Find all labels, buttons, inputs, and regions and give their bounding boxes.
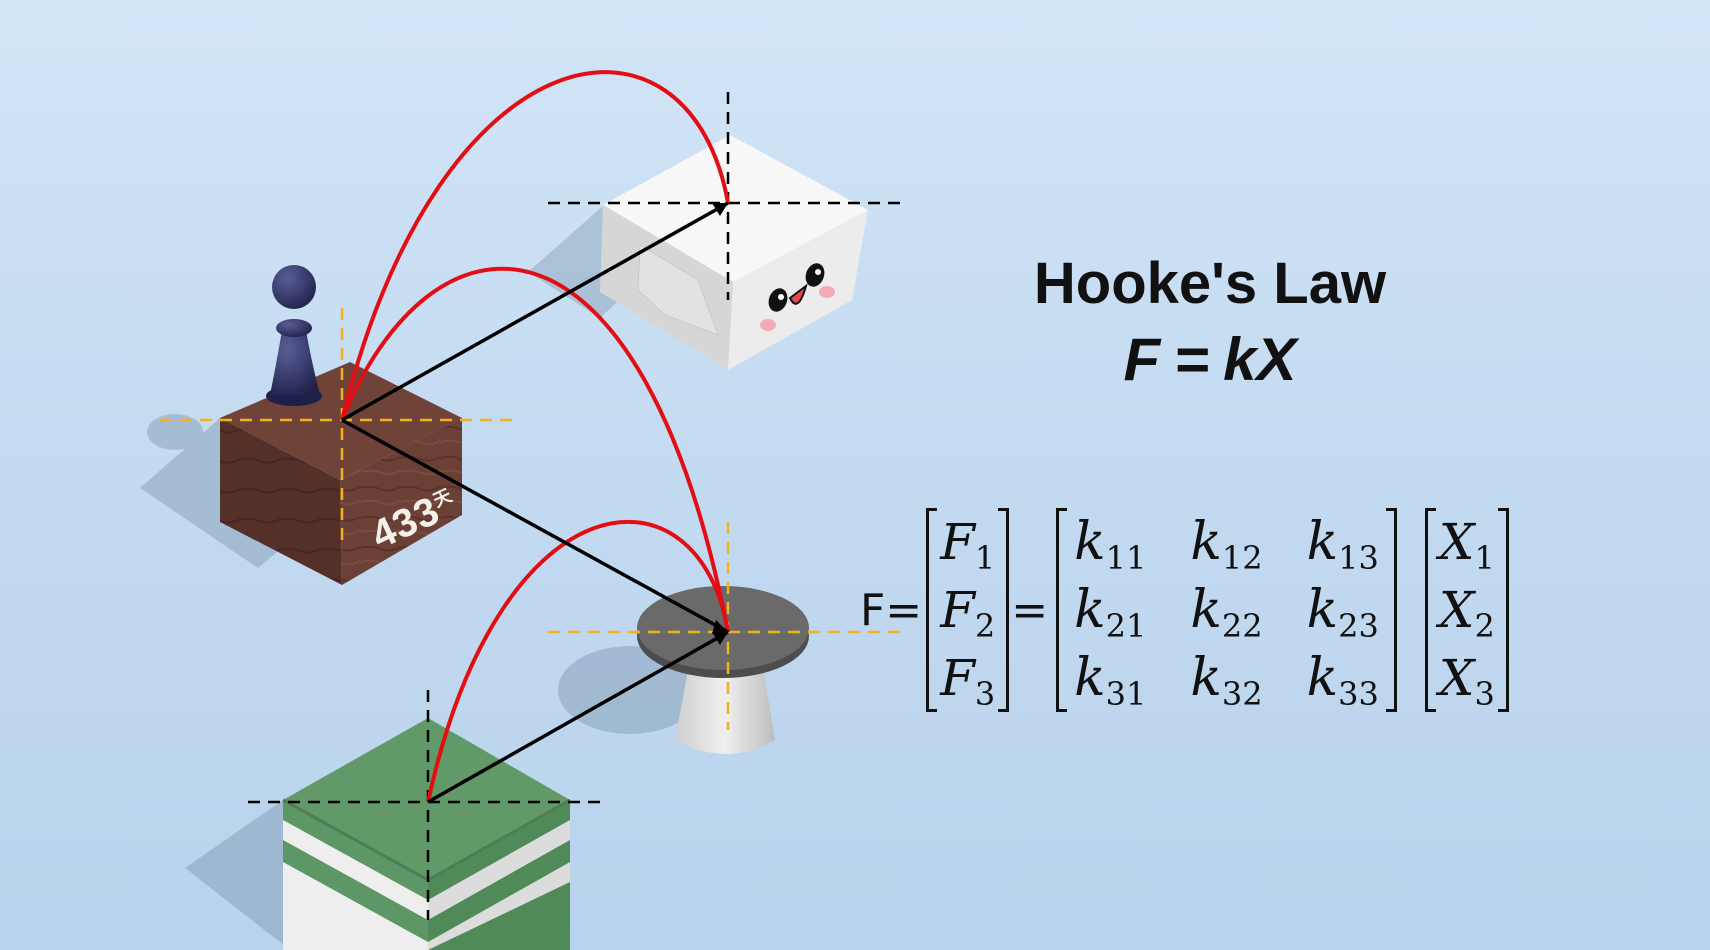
- trajectory-brown-to-table: [340, 266, 730, 633]
- matrix-lhs-label: F=: [860, 584, 923, 636]
- white-box-face-icon: [760, 263, 835, 331]
- stiffness-entry: k21: [1074, 580, 1147, 645]
- pawn-shadow: [147, 414, 203, 450]
- stiffness-entry: k33: [1306, 648, 1379, 713]
- stiffness-entry: k31: [1074, 648, 1147, 713]
- force-component: F3: [940, 649, 996, 713]
- player-pawn-icon: [266, 265, 322, 406]
- displacement-component: X3: [1438, 649, 1495, 713]
- jump-trajectories: [340, 70, 730, 803]
- stiffness-entry: k32: [1190, 648, 1263, 713]
- white-box: [600, 135, 868, 370]
- stiffness-matrix: k11 k12 k13 k21 k22 k23 k31 k32 k33: [1056, 508, 1397, 713]
- stiffness-entry: k12: [1190, 512, 1263, 577]
- stiffness-entry: k23: [1306, 580, 1379, 645]
- vector-brown-to-table: [341, 418, 729, 634]
- stiffness-entry: k11: [1074, 512, 1147, 577]
- stiffness-entry: k13: [1306, 512, 1379, 577]
- vector-brown-to-white: [341, 201, 729, 422]
- displacement-component: X2: [1438, 581, 1495, 645]
- equals-sign: =: [1011, 584, 1049, 636]
- diagram-title: Hooke's Law: [1033, 251, 1387, 316]
- white-box-flap: [637, 244, 719, 336]
- table-stand: [675, 660, 775, 754]
- brown-box-left-face: [220, 418, 342, 585]
- stiffness-entry: k22: [1190, 580, 1263, 645]
- white-box-top: [603, 135, 868, 282]
- trajectory-green-to-table: [426, 519, 730, 803]
- white-box-right-face: [728, 210, 868, 370]
- vector-green-to-table: [427, 630, 729, 804]
- brown-box-right-face: [340, 418, 462, 585]
- force-component: F1: [940, 513, 996, 577]
- hooke-formula: F=kX: [1123, 326, 1297, 393]
- vector-arrowheads: [712, 203, 728, 645]
- trajectory-brown-to-white: [340, 70, 730, 421]
- displacement-vectors: [341, 201, 729, 804]
- green-striped-box: [282, 718, 571, 950]
- force-component: F2: [940, 581, 996, 645]
- displacement-component: X1: [1438, 513, 1495, 577]
